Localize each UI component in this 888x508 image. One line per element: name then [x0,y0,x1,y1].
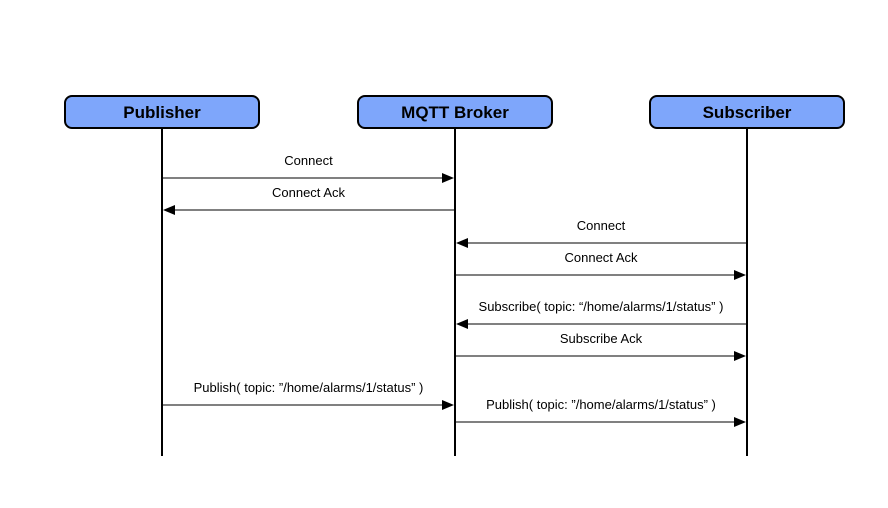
arrowhead-icon [456,319,468,329]
message-label: Subscribe Ack [560,331,643,346]
message-5: Subscribe( topic: “/home/alarms/1/status… [456,299,747,329]
message-6: Subscribe Ack [455,331,746,361]
participant-publisher: Publisher [64,95,260,129]
arrowhead-icon [734,417,746,427]
participant-subscriber: Subscriber [649,95,845,129]
message-label: Subscribe( topic: “/home/alarms/1/status… [479,299,724,314]
message-8: Publish( topic: ”/home/alarms/1/status” … [455,397,746,427]
participant-box [649,95,845,129]
participant-broker: MQTT Broker [357,95,553,129]
message-2: Connect Ack [163,185,455,215]
message-4: Connect Ack [455,250,746,280]
participant-box [64,95,260,129]
arrowhead-icon [456,238,468,248]
participant-label: Publisher [123,103,201,122]
arrowhead-icon [442,400,454,410]
lifelines [161,128,748,456]
arrowhead-icon [163,205,175,215]
participant-box [357,95,553,129]
participant-label: Subscriber [703,103,792,122]
arrowhead-icon [734,270,746,280]
message-label: Publish( topic: ”/home/alarms/1/status” … [486,397,716,412]
participant-label: MQTT Broker [401,103,509,122]
arrowhead-icon [442,173,454,183]
participants: Publisher MQTT Broker Subscriber [64,95,845,129]
message-label: Connect Ack [565,250,638,265]
message-label: Connect Ack [272,185,345,200]
message-label: Connect [284,153,333,168]
message-3: Connect [456,218,747,248]
message-1: Connect [162,153,454,183]
arrowhead-icon [734,351,746,361]
message-label: Connect [577,218,626,233]
message-label: Publish( topic: ”/home/alarms/1/status” … [194,380,424,395]
message-7: Publish( topic: ”/home/alarms/1/status” … [162,380,454,410]
